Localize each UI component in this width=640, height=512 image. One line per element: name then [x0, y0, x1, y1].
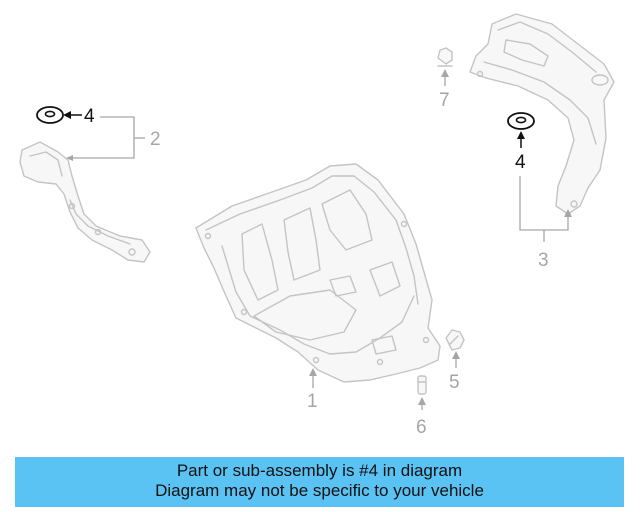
- leader-2: [66, 116, 145, 161]
- banner-line-1: Part or sub-assembly is #4 in diagram: [176, 461, 463, 480]
- arrow-4-right: [517, 131, 525, 148]
- leader-7: [441, 69, 449, 86]
- part-3-side-shield[interactable]: [469, 13, 615, 215]
- banner-line-2: Diagram may not be specific to your vehi…: [155, 481, 484, 500]
- part-4-washer-left[interactable]: [36, 106, 64, 124]
- callout-3: 3: [538, 250, 549, 271]
- leader-3: [519, 176, 572, 242]
- arrow-4-left: [63, 111, 82, 119]
- callout-5: 5: [449, 372, 460, 393]
- part-7-clip[interactable]: [437, 47, 453, 67]
- callout-6: 6: [416, 417, 427, 438]
- callout-7: 7: [439, 90, 450, 111]
- part-5-clip[interactable]: [445, 329, 465, 351]
- callout-4-right: 4: [515, 152, 526, 173]
- parts-diagram: 4 2 1: [19, 13, 615, 438]
- part-1-splash-shield[interactable]: [195, 163, 441, 383]
- leader-1: [309, 368, 317, 388]
- callout-4-left: 4: [84, 106, 95, 127]
- callout-1: 1: [307, 391, 318, 412]
- callout-2: 2: [150, 129, 161, 150]
- info-banner: Part or sub-assembly is #4 in diagram Di…: [15, 457, 624, 507]
- leader-6: [418, 397, 426, 410]
- part-2-side-bracket[interactable]: [19, 141, 151, 263]
- leader-5: [452, 351, 460, 368]
- part-4-washer-right[interactable]: [507, 112, 535, 130]
- part-6-bolt[interactable]: [417, 375, 427, 395]
